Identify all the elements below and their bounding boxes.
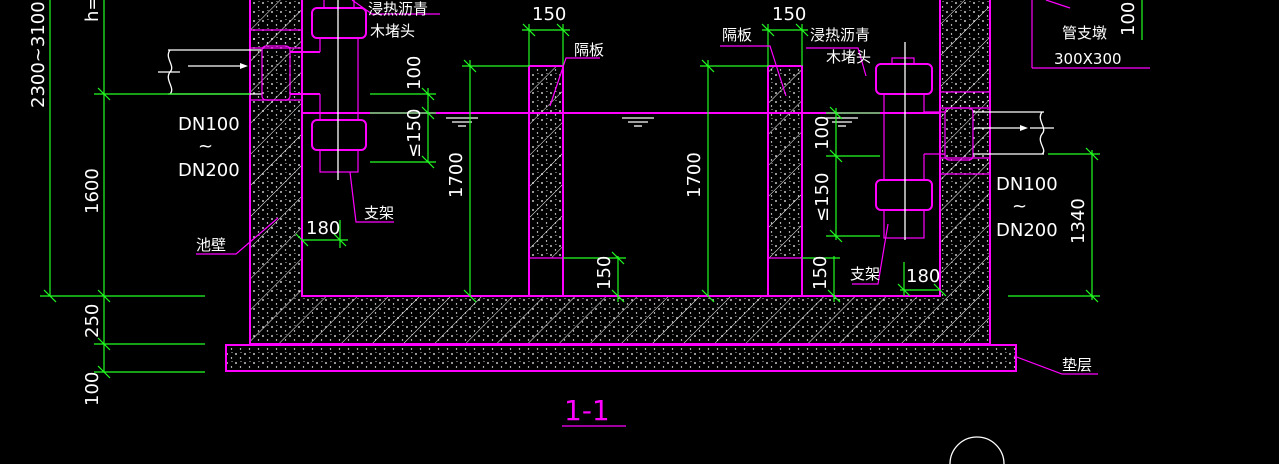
cushion-layer — [225, 344, 1017, 372]
dim-100-left: 100 — [404, 56, 425, 90]
dim-150-floor: 150 — [594, 256, 615, 290]
dim-180-left: 180 — [306, 218, 340, 239]
dim-150-top-right: 150 — [772, 4, 806, 25]
label-outlet-2: ~ — [1012, 196, 1027, 217]
label-pipe-pier-1: 管支墩 — [1062, 24, 1107, 42]
outlet-pipe — [944, 107, 1054, 161]
label-asphalt-plug-left-2: 木堵头 — [370, 22, 415, 40]
inlet-tee — [290, 0, 367, 180]
grid-bubble — [949, 436, 1005, 464]
dim-150-left-sub: ≤150 — [404, 109, 425, 158]
dim-150-right-sub: ≤150 — [812, 173, 833, 222]
dim-180-right: 180 — [906, 266, 940, 287]
dim-1600: 1600 — [82, 168, 103, 214]
label-asphalt-plug-left-1: 浸热沥青 — [368, 0, 428, 18]
dim-100-right: 100 — [812, 116, 833, 150]
dim-250: 250 — [82, 304, 103, 338]
label-support-left: 支架 — [364, 204, 394, 222]
dim-100-pier: 100 — [1118, 2, 1139, 36]
dim-1340: 1340 — [1068, 198, 1089, 244]
label-inlet-2: ~ — [198, 136, 213, 157]
outlet-tee — [875, 42, 945, 240]
dim-1700-mid: 1700 — [684, 152, 705, 198]
tank-structure — [249, 0, 991, 345]
dim-total-range: 2300~3100 — [28, 1, 49, 108]
dim-100-bottom: 100 — [82, 372, 103, 406]
dim-150-top-left: 150 — [532, 4, 566, 25]
dim-h: h= — [82, 0, 103, 22]
water-level — [302, 112, 940, 127]
dim-1700-left: 1700 — [446, 152, 467, 198]
label-pipe-pier-2: 300X300 — [1054, 50, 1122, 68]
baffle-left — [528, 65, 564, 297]
dimension-lines — [40, 0, 1143, 379]
leader-lines — [196, 0, 1150, 375]
label-outlet-3: DN200 — [996, 220, 1058, 241]
label-baffle-left: 隔板 — [574, 41, 604, 59]
baffle-right — [767, 65, 803, 297]
label-baffle-right: 隔板 — [722, 26, 752, 44]
label-outlet-1: DN100 — [996, 174, 1058, 195]
label-inlet-1: DN100 — [178, 114, 240, 135]
annotations: 浸热沥青 木堵头 隔板 隔板 浸热沥青 木堵头 支架 支架 池壁 垫层 管支墩 … — [28, 0, 1139, 427]
section-title: 1-1 — [564, 394, 610, 427]
dim-150-right-floor: 150 — [810, 256, 831, 290]
label-asphalt-plug-right-2: 木堵头 — [826, 48, 871, 66]
label-asphalt-plug-right-1: 浸热沥青 — [810, 26, 870, 44]
label-pool-wall: 池壁 — [196, 236, 226, 254]
label-cushion: 垫层 — [1062, 356, 1092, 374]
label-support-right: 支架 — [850, 265, 880, 283]
label-inlet-3: DN200 — [178, 160, 240, 181]
